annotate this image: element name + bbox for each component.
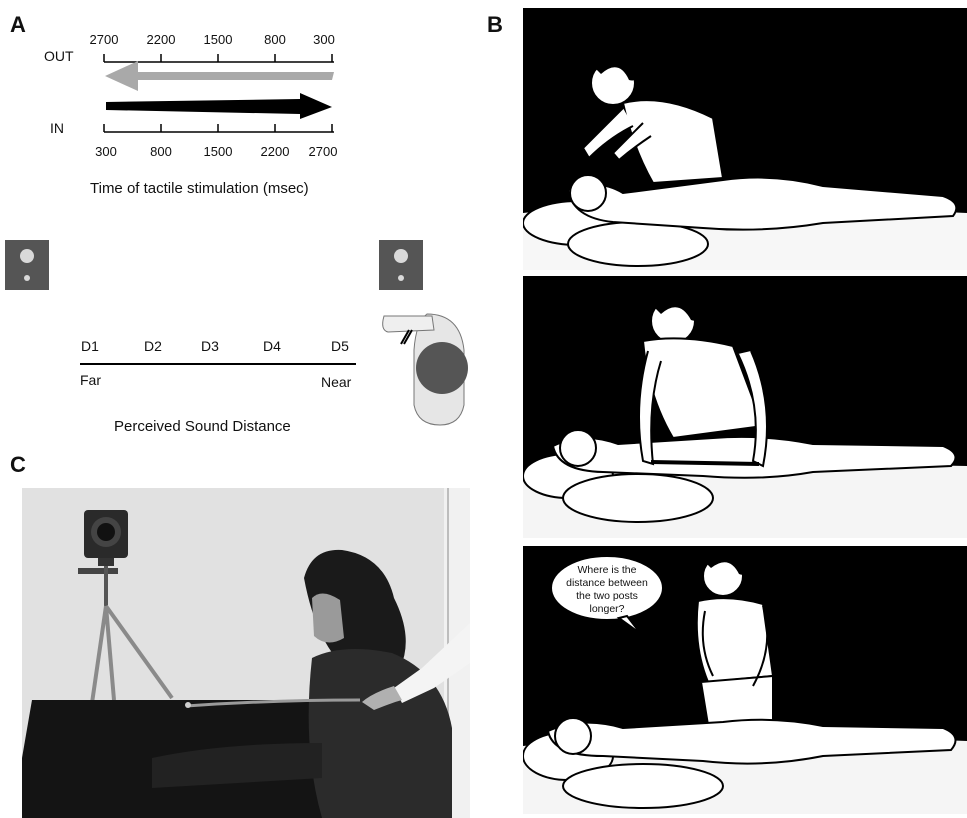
distance-point-label: D4: [263, 338, 281, 354]
out-tick-label: 2700: [89, 32, 119, 47]
distance-point-label: D1: [81, 338, 99, 354]
in-label: IN: [50, 120, 64, 136]
out-tick-label: 1500: [203, 32, 233, 47]
panel-label-b: B: [487, 12, 503, 37]
panel-label-c: C: [10, 452, 26, 477]
experiment-photo: [22, 488, 470, 818]
timeline-caption: Time of tactile stimulation (msec): [90, 180, 309, 197]
experiment-photo-drawing: [22, 488, 470, 818]
out-tick-label: 2200: [146, 32, 176, 47]
speech-bubble: [550, 555, 664, 635]
distance-caption: Perceived Sound Distance: [114, 418, 291, 435]
speaker-on-tripod-icon: [78, 510, 174, 704]
out-label: OUT: [44, 48, 74, 64]
distance-point-label: D3: [201, 338, 219, 354]
in-tick-label: 800: [150, 144, 172, 159]
experimenter-arm: [362, 623, 470, 710]
comic-panel-2: [523, 276, 967, 538]
out-arrow: [105, 61, 334, 91]
left-speaker-icon: [5, 240, 49, 290]
near-label: Near: [321, 374, 352, 390]
in-tick-label: 300: [95, 144, 117, 159]
in-axis-ticks: [103, 124, 333, 132]
comic-panel-1: [523, 8, 967, 270]
panel-label-a: A: [10, 12, 26, 37]
comic-panel-3-drawing: [523, 546, 967, 814]
comic-panel-2-drawing: [523, 276, 967, 538]
comic-panel-3: Where is the distance between the two po…: [523, 546, 967, 814]
in-arrow: [106, 93, 332, 119]
person-top-view-icon: [382, 313, 468, 426]
comic-panel-1-drawing: [523, 8, 967, 270]
right-speaker-icon: [379, 240, 423, 290]
distance-point-label: D5: [331, 338, 349, 354]
out-tick-label: 300: [313, 32, 335, 47]
distance-point-label: D2: [144, 338, 162, 354]
speech-bubble-text: Where is the distance between the two po…: [566, 564, 648, 615]
in-tick-label: 2200: [260, 144, 290, 159]
in-tick-label: 2700: [308, 144, 338, 159]
tactile-bar: [185, 698, 361, 708]
far-label: Far: [80, 372, 101, 388]
out-axis-ticks: [103, 54, 333, 62]
in-tick-label: 1500: [203, 144, 233, 159]
out-tick-label: 800: [264, 32, 286, 47]
